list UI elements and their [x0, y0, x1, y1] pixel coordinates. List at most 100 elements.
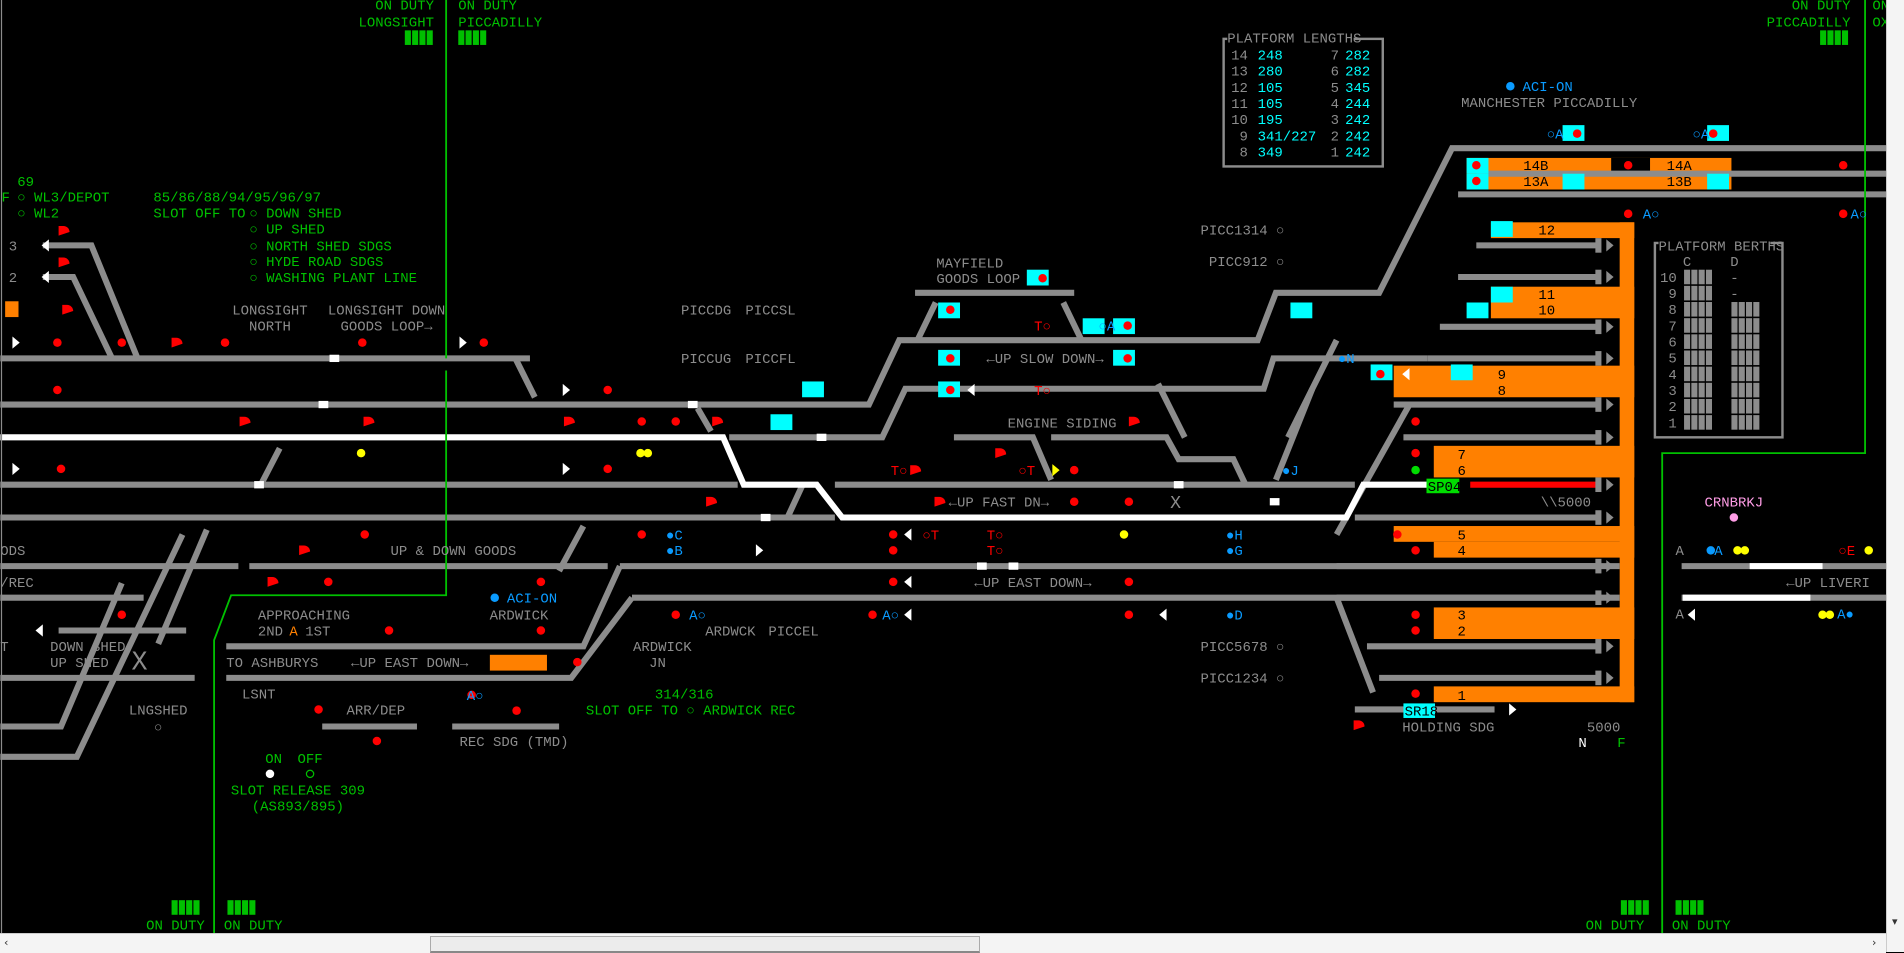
signal-aspect-icon: [1472, 176, 1481, 186]
svg-text:HOLDING SDG: HOLDING SDG: [1402, 720, 1494, 736]
wl2-indicator[interactable]: ○ WL2: [17, 206, 59, 222]
track-joint: [1008, 562, 1019, 570]
signal-aspect-icon: [1623, 209, 1633, 219]
signal-aspect-icon: [53, 385, 62, 395]
berth-d-bar: [1738, 350, 1745, 366]
svg-text:●A: ●A: [1706, 544, 1723, 560]
svg-text:N: N: [1578, 736, 1586, 752]
berth-c-bar: [1684, 366, 1691, 382]
buffer-stop: [1595, 670, 1602, 686]
exit-arrow-icon: [1606, 640, 1614, 653]
platform-6: 6: [1458, 464, 1466, 480]
berth-c-bar: [1698, 285, 1705, 301]
berth-c-bar: [1691, 350, 1698, 366]
svg-text:69: 69: [17, 175, 34, 191]
svg-text:PICCUG: PICCUG: [681, 352, 731, 368]
duty-bar: [242, 900, 249, 915]
shunt-signal-icon: [1128, 416, 1140, 427]
svg-text:PICCFL: PICCFL: [745, 352, 795, 368]
duty-piccadilly: ON DUTY PICCADILLY: [458, 0, 542, 32]
duty-piccadilly-right: ON DUTY PICCADILLY ON DUTY OX: [1767, 0, 1886, 32]
exit-arrow-icon: [1606, 352, 1614, 365]
duty-label-bottom: ON DUTY: [224, 918, 283, 933]
svg-text:SLOT OFF TO: SLOT OFF TO: [153, 206, 245, 222]
platform-length-cell: 242: [1345, 145, 1370, 161]
signal-aspect-icon: [573, 657, 582, 667]
slot-up-shed[interactable]: ○ UP SHED: [249, 222, 324, 238]
horizontal-scroll-thumb[interactable]: [430, 936, 980, 953]
platform-length-cell: 242: [1345, 129, 1370, 145]
berth-c-bar: [1705, 302, 1712, 317]
horizontal-scrollbar[interactable]: ‹ ›: [0, 933, 1886, 953]
slot-down-shed[interactable]: ○ DOWN SHED: [249, 206, 341, 222]
signal-aspect-icon: [384, 626, 394, 635]
svg-text:PLATFORM LENGTHS: PLATFORM LENGTHS: [1227, 32, 1361, 48]
platform-length-cell: 14: [1231, 49, 1248, 65]
svg-text:←UP EAST DOWN→: ←UP EAST DOWN→: [351, 656, 469, 672]
signal-aspect-icon: [536, 626, 546, 635]
svg-text:ACI-ON: ACI-ON: [507, 592, 557, 608]
berth-d-bar: [1753, 302, 1760, 317]
berth-d-bar: [1738, 415, 1745, 430]
scroll-left-icon[interactable]: ‹: [4, 936, 9, 949]
svg-text:MAYFIELD: MAYFIELD: [936, 256, 1003, 272]
svg-text:PICCDG: PICCDG: [681, 304, 731, 320]
buffer-stop: [1595, 590, 1602, 605]
berth-row-label: 6: [1668, 335, 1676, 351]
berth-d-bar: [1753, 415, 1760, 430]
signal-aspect-icon: [324, 577, 333, 587]
berth-c-bar: [1705, 318, 1712, 333]
svg-text:A○: A○: [1850, 208, 1867, 224]
duty-label: ON DUTY: [1872, 0, 1886, 15]
slot-hyde-road-sdgs[interactable]: ○ HYDE ROAD SDGS: [249, 255, 383, 271]
platform-length-cell: 2: [1331, 129, 1339, 145]
platform-7: 7: [1458, 448, 1466, 464]
signal-aspect-icon: [1124, 610, 1134, 619]
shunt-signal-icon: [712, 416, 724, 427]
track-joint: [1269, 498, 1280, 506]
platform-11: 11: [1538, 288, 1555, 304]
signal-aspect-icon: [1069, 465, 1079, 475]
signal-aspect-icon: [1123, 321, 1132, 330]
buffer-stop: [1595, 319, 1602, 335]
indicator-light-icon: [643, 448, 653, 458]
exit-arrow-icon: [1606, 511, 1614, 524]
track-joint: [687, 400, 698, 409]
buffer-stop: [1595, 558, 1602, 574]
track-section: [155, 528, 210, 646]
wl3-indicator[interactable]: ○ WL3/DEPOT: [17, 191, 109, 207]
slot-washing-plant-line[interactable]: ○ WASHING PLANT LINE: [249, 271, 417, 287]
slot-off-indicator-icon: [305, 769, 315, 779]
scroll-down-icon[interactable]: ▾: [1892, 915, 1898, 928]
vertical-scrollbar[interactable]: ▾: [1886, 0, 1904, 952]
svg-text:○E: ○E: [1838, 544, 1855, 560]
platform-8: 8: [1498, 384, 1506, 400]
signal-aspect-icon: [1708, 129, 1718, 138]
platform-block: [1433, 607, 1635, 640]
berth-d-bar: [1746, 302, 1753, 317]
svg-text:○A: ○A: [1693, 127, 1710, 143]
svg-text:APPROACHING: APPROACHING: [258, 609, 350, 625]
scroll-right-icon[interactable]: ›: [1872, 936, 1877, 949]
berth-c-bar: [1705, 415, 1712, 430]
platform-4: 4: [1458, 544, 1466, 560]
berth-d-bar: [1753, 366, 1760, 382]
shunt-signal-icon: [995, 448, 1007, 458]
signal-aspect-icon: [603, 385, 612, 395]
shunt-signal-icon: [58, 257, 70, 268]
slot-ardwick-rec[interactable]: SLOT OFF TO ○ ARDWICK REC: [586, 703, 796, 719]
berth-d-bar: [1738, 382, 1745, 398]
slot-north-shed-sdgs[interactable]: ○ NORTH SHED SDGS: [249, 239, 392, 255]
svg-text:←UP EAST DOWN→: ←UP EAST DOWN→: [974, 576, 1092, 592]
signal-highlight: [1082, 318, 1105, 335]
signal-aspect-icon: [1124, 497, 1134, 506]
svg-text:●C: ●C: [666, 528, 683, 544]
signal-aspect-icon: [1838, 160, 1848, 170]
signal-aspect-icon: [637, 417, 646, 426]
svg-text:T: T: [0, 640, 8, 656]
platform-length-cell: 13: [1231, 65, 1248, 81]
berth-c-bar: [1698, 269, 1705, 285]
berth-d-bar: [1731, 366, 1738, 382]
platform-block: [489, 654, 547, 671]
